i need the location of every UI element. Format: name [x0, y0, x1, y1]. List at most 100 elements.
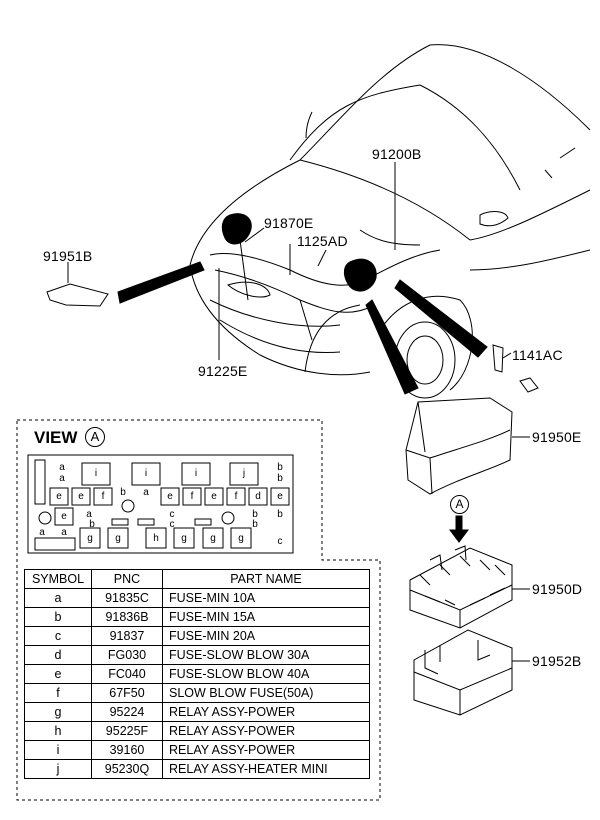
cell-symbol: a [24, 588, 92, 608]
slot-b-4: b [89, 519, 95, 530]
table-header-row: SYMBOL PNC PART NAME [24, 569, 370, 589]
slot-g-5: g [238, 533, 244, 544]
cell-part-name: RELAY ASSY-POWER [162, 702, 370, 722]
bracket-91951b [46, 283, 109, 307]
slot-g-3: g [181, 533, 187, 544]
cell-symbol: b [24, 607, 92, 627]
view-arrow-marker: A [450, 495, 469, 514]
header-pnc: PNC [91, 569, 163, 589]
direction-arrow [449, 515, 469, 543]
cell-pnc: 91836B [91, 607, 163, 627]
slot-e-4: e [211, 491, 217, 502]
car-illustration [189, 44, 591, 399]
cell-symbol: g [24, 702, 92, 722]
slot-b-7: b [277, 509, 283, 520]
slot-a-6: a [61, 527, 67, 538]
slot-c-1: c [169, 509, 175, 520]
harness-bundle-left [221, 213, 252, 245]
callout-91200b: 91200B [372, 146, 422, 162]
slot-f-3: f [234, 491, 238, 502]
slot-a-1: a [59, 462, 65, 473]
slot-a-3: a [143, 487, 149, 498]
cell-part-name: RELAY ASSY-POWER [162, 721, 370, 741]
cell-symbol: c [24, 626, 92, 646]
slot-c-3: c [277, 536, 283, 547]
callout-91950d: 91950D [532, 581, 583, 597]
slot-i-1: i [94, 468, 98, 479]
slot-g-1: g [87, 533, 93, 544]
cell-part-name: FUSE-MIN 20A [162, 626, 370, 646]
cell-pnc: 95225F [91, 721, 163, 741]
pointer-beam-left [117, 261, 205, 304]
cell-part-name: RELAY ASSY-HEATER MINI [162, 759, 370, 779]
callout-1125ad: 1125AD [297, 233, 348, 249]
cell-part-name: FUSE-SLOW BLOW 30A [162, 645, 370, 665]
cell-part-name: FUSE-MIN 15A [162, 607, 370, 627]
fusebox-cover [405, 397, 513, 495]
lower-box [413, 629, 513, 716]
clip-1141ac [492, 344, 504, 373]
cell-pnc: FG030 [91, 645, 163, 665]
view-frame [16, 419, 381, 801]
slot-a-4: a [86, 509, 92, 520]
cell-symbol: j [24, 759, 92, 779]
slot-a-5: a [39, 527, 45, 538]
slot-b-3: b [277, 473, 283, 484]
slot-j: j [242, 468, 246, 479]
callout-91225e: 91225E [198, 363, 248, 379]
pointer-beam-right-2 [394, 279, 488, 358]
harness-bundle-center [343, 258, 377, 292]
slot-e-6: e [61, 511, 67, 522]
cell-part-name: SLOW BLOW FUSE(50A) [162, 683, 370, 703]
fusebox-top-view [27, 454, 294, 554]
slot-e-2: e [78, 491, 84, 502]
slot-i-3: i [194, 468, 198, 479]
cell-pnc: 91837 [91, 626, 163, 646]
slot-c-2: c [169, 519, 175, 530]
cell-symbol: h [24, 721, 92, 741]
cell-pnc: FC040 [91, 664, 163, 684]
slot-f-2: f [190, 491, 194, 502]
slot-b-5: b [252, 509, 258, 520]
slot-e-5: e [277, 491, 283, 502]
cell-pnc: 67F50 [91, 683, 163, 703]
callout-91951b: 91951B [43, 248, 93, 264]
slot-b-1: b [120, 487, 126, 498]
callout-91952b: 91952B [532, 653, 582, 669]
slot-i-2: i [144, 468, 148, 479]
callout-1141ac: 1141AC [512, 347, 563, 363]
slot-g-4: g [210, 533, 216, 544]
callout-91870e: 91870E [264, 215, 314, 231]
header-symbol: SYMBOL [24, 569, 92, 589]
header-part-name: PART NAME [162, 569, 370, 589]
slot-g-2: g [115, 533, 121, 544]
pointer-beam-right-1 [365, 299, 419, 395]
slot-b-2: b [277, 462, 283, 473]
fusebox-assembly [409, 545, 513, 629]
cell-part-name: FUSE-SLOW BLOW 40A [162, 664, 370, 684]
callout-91950e: 91950E [532, 429, 582, 445]
slot-b-6: b [252, 519, 258, 530]
wiring-harness [209, 229, 441, 341]
view-marker: A [85, 427, 105, 447]
slot-e-3: e [167, 491, 173, 502]
view-label: VIEW [34, 428, 78, 447]
cell-symbol: e [24, 664, 92, 684]
cell-pnc: 91835C [91, 588, 163, 608]
slot-e-1: e [56, 491, 62, 502]
cell-pnc: 95230Q [91, 759, 163, 779]
cell-pnc: 39160 [91, 740, 163, 760]
cell-symbol: d [24, 645, 92, 665]
